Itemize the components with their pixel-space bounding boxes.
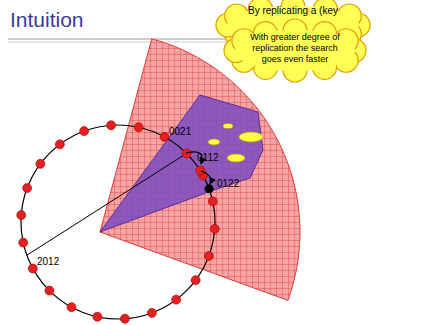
hop-arrow — [201, 171, 211, 184]
peer-dot — [45, 286, 54, 295]
peer-dot — [160, 132, 169, 141]
finger-line — [27, 153, 187, 255]
title-rule — [8, 42, 250, 43]
replica-ellipse — [208, 139, 220, 145]
peer-dot — [120, 314, 129, 323]
peer-dot — [93, 312, 102, 321]
target-dot — [205, 184, 214, 193]
peer-dot — [107, 121, 116, 130]
peer-dot — [55, 140, 64, 149]
search-fan — [100, 39, 300, 301]
peer-dot — [80, 127, 89, 136]
peer-dot — [191, 276, 200, 285]
peer-dot — [210, 224, 219, 233]
peer-dot — [172, 295, 181, 304]
search-fan-shape — [100, 39, 300, 301]
peer-dot — [36, 159, 45, 168]
peer-dot — [147, 308, 156, 317]
replica-ellipse — [223, 124, 233, 129]
peer-dot — [19, 238, 28, 247]
slide-title: Intuition — [10, 8, 84, 32]
peer-dot — [23, 184, 32, 193]
replica-region — [100, 95, 263, 232]
thought-cloud: With greater degree of replication the s… — [226, 24, 364, 77]
cloud-text: By replicating a (key — [233, 5, 353, 17]
peer-dot — [196, 166, 205, 175]
peer-dot — [208, 197, 217, 206]
peer-dot — [28, 264, 37, 273]
replica-ellipse — [239, 132, 263, 142]
node-id-label: 2012 — [36, 256, 60, 268]
cloud-text: With greater degree of replication the s… — [244, 32, 346, 65]
ring — [17, 121, 220, 324]
peer-dot — [134, 123, 143, 132]
peer-dot — [204, 251, 213, 260]
ring-circle — [21, 125, 215, 319]
peer-dot — [67, 303, 76, 312]
node-id-label: 0122 — [216, 178, 240, 190]
node-id-label: 0021 — [168, 126, 192, 138]
peer-dot — [17, 211, 26, 220]
node-id-label: 0112 — [196, 152, 220, 164]
title-rule — [8, 39, 250, 40]
replica-ellipse — [227, 154, 245, 162]
